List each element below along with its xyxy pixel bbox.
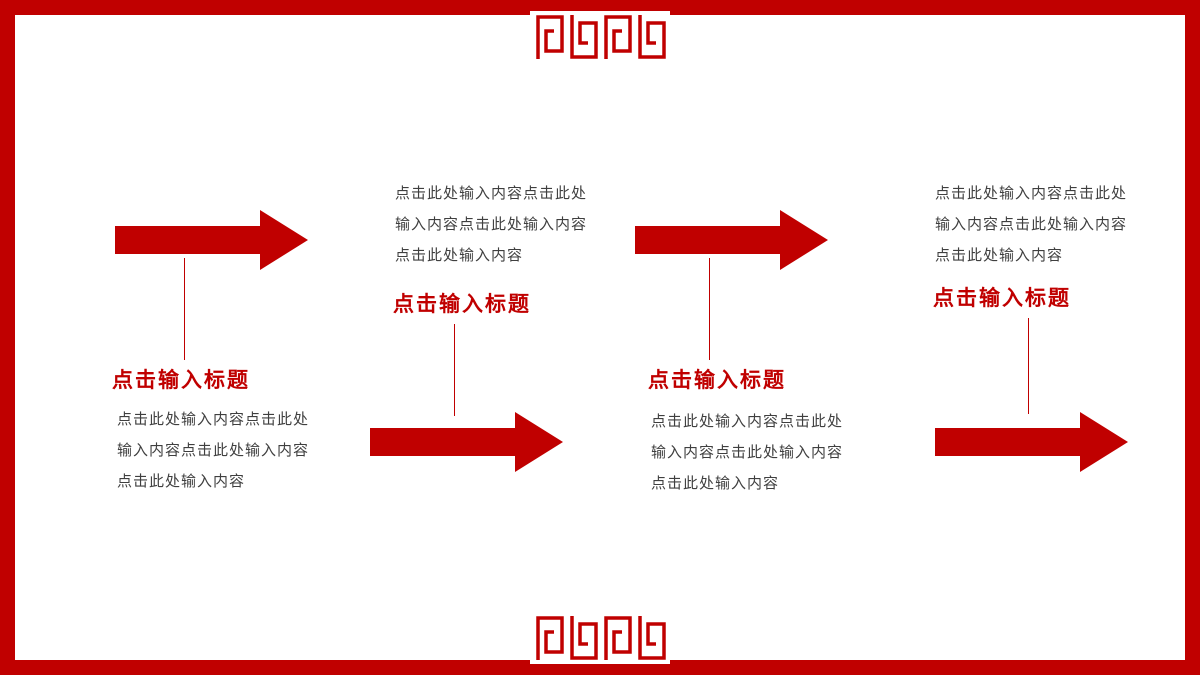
arrow-head — [1080, 412, 1128, 472]
body-line: 点击此处输入内容 — [935, 247, 1064, 264]
arrow-head — [780, 210, 828, 270]
body-line: 点击此处输入内容点击此处 — [395, 185, 588, 202]
arrow-shaft — [935, 428, 1080, 456]
step-body[interactable]: 点击此处输入内容点击此处 输入内容点击此处输入内容 点击此处输入内容 — [651, 406, 843, 499]
step-title[interactable]: 点击输入标题 — [112, 369, 250, 392]
step-body[interactable]: 点击此处输入内容点击此处 输入内容点击此处输入内容 点击此处输入内容 — [117, 404, 309, 497]
arrow-head — [260, 210, 308, 270]
arrow-shaft — [370, 428, 515, 456]
step-body[interactable]: 点击此处输入内容点击此处 输入内容点击此处输入内容 点击此处输入内容 — [395, 178, 587, 271]
body-line: 点击此处输入内容点击此处 — [651, 413, 844, 430]
arrow-shaft — [115, 226, 260, 254]
body-line: 点击此处输入内容点击此处 — [935, 185, 1128, 202]
body-line: 点击此处输入内容 — [651, 475, 780, 492]
body-line: 输入内容点击此处输入内容 — [117, 442, 310, 459]
body-line: 输入内容点击此处输入内容 — [395, 216, 588, 233]
body-line: 点击此处输入内容点击此处 — [117, 411, 310, 428]
flow-arrow-icon — [635, 210, 828, 270]
arrow-head — [515, 412, 563, 472]
step-body[interactable]: 点击此处输入内容点击此处 输入内容点击此处输入内容 点击此处输入内容 — [935, 178, 1127, 271]
connector-line — [1028, 318, 1029, 414]
body-line: 输入内容点击此处输入内容 — [651, 444, 844, 461]
fret-ornament-bottom-icon — [530, 612, 670, 664]
flow-arrow-icon — [115, 210, 308, 270]
connector-line — [184, 258, 185, 360]
arrow-shaft — [635, 226, 780, 254]
step-title[interactable]: 点击输入标题 — [393, 293, 531, 316]
flow-arrow-icon — [370, 412, 563, 472]
body-line: 点击此处输入内容 — [395, 247, 524, 264]
body-line: 点击此处输入内容 — [117, 473, 246, 490]
connector-line — [709, 258, 710, 360]
step-title[interactable]: 点击输入标题 — [933, 287, 1071, 310]
connector-line — [454, 324, 455, 416]
body-line: 输入内容点击此处输入内容 — [935, 216, 1128, 233]
fret-ornament-top-icon — [530, 11, 670, 63]
flow-arrow-icon — [935, 412, 1128, 472]
step-title[interactable]: 点击输入标题 — [648, 369, 786, 392]
